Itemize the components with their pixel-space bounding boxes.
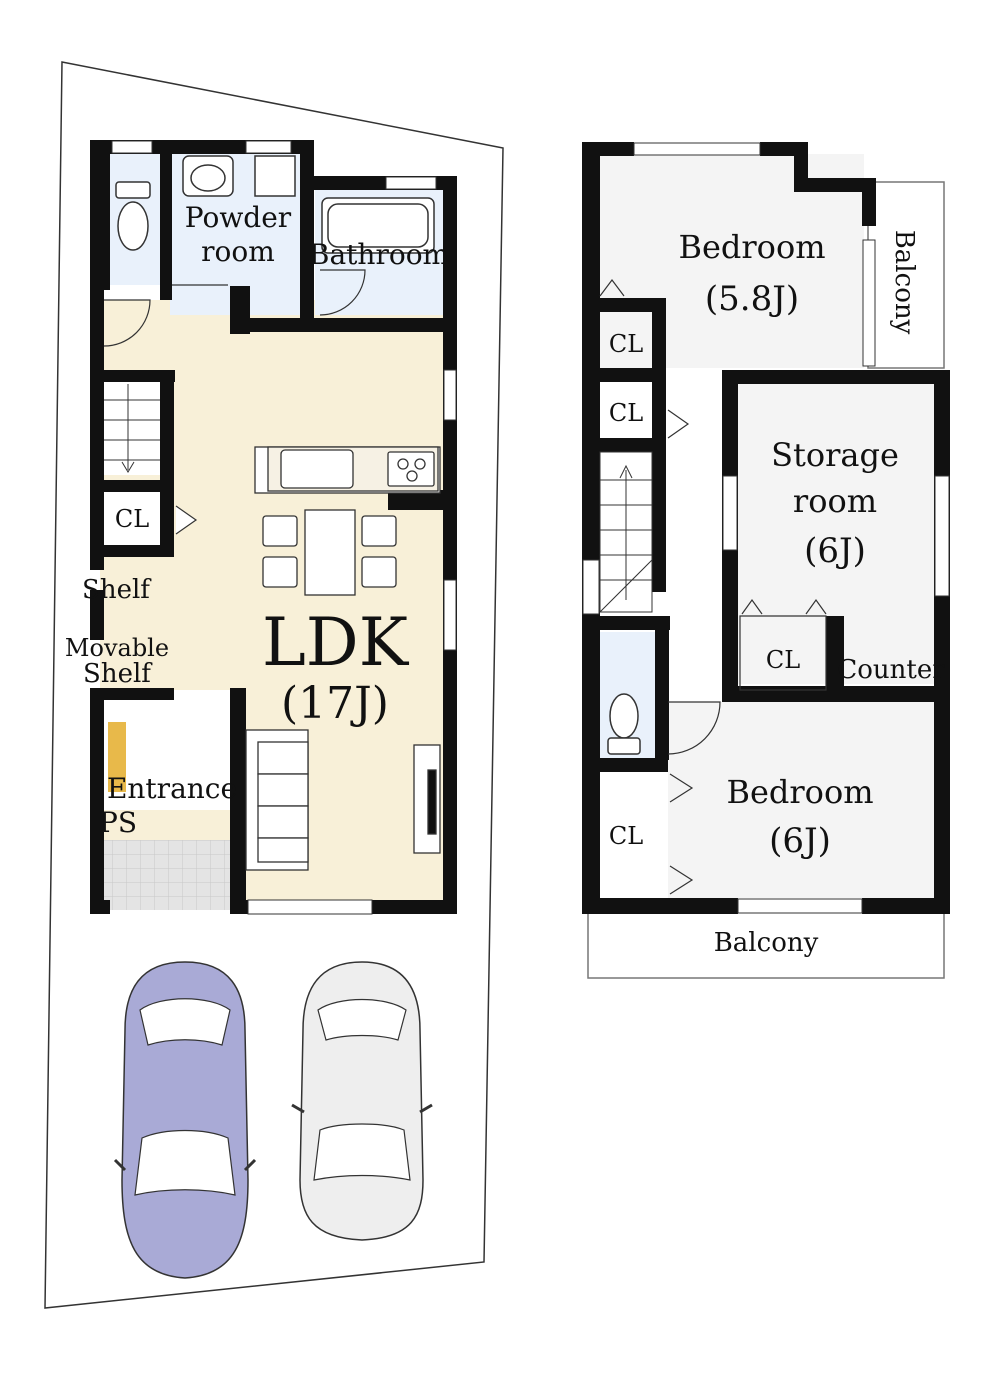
storage-size-label: (6J) [804, 531, 866, 571]
storage-room-label-1: Storage [771, 436, 899, 474]
kitchen-counter [254, 446, 441, 494]
upper-windows [582, 142, 950, 914]
cl-c-label: CL [609, 822, 643, 850]
ground-doors [103, 269, 366, 347]
cl-storage-label: CL [766, 646, 800, 674]
toilet-icon [115, 181, 151, 251]
bedroom-b-size-label: (6J) [769, 821, 831, 861]
entrance-tile [100, 840, 232, 910]
car-left-icon [113, 961, 257, 1279]
movable-shelf-label-1: Movable [65, 634, 169, 662]
upper-floor: Bedroom (5.8J) Balcony CL CL Storage roo… [582, 142, 950, 979]
stairs-icon [104, 384, 160, 473]
counter-label: Counter [837, 655, 945, 685]
bedroom-a-label: Bedroom [678, 228, 825, 266]
powder-room-label-2: room [201, 235, 275, 268]
cl-a-label: CL [609, 330, 643, 358]
ldk-label: LDK [262, 604, 410, 681]
sink-icon [182, 155, 296, 197]
front-balcony [587, 911, 945, 979]
tv-stand [413, 744, 441, 854]
side-balcony-label: Balcony [889, 230, 919, 335]
ldk-size-label: (17J) [281, 678, 389, 729]
upper-doors [599, 279, 827, 895]
bedroom-a-size-label: (5.8J) [705, 279, 799, 319]
lot-boundary [44, 61, 504, 1309]
entrance-label: Entrance [107, 772, 237, 805]
ground-walls [90, 140, 457, 914]
shoe-rack [108, 722, 126, 792]
bedroom-b-label: Bedroom [726, 773, 873, 811]
movable-shelf-label-2: Shelf [83, 659, 153, 689]
car-right-icon [291, 961, 433, 1241]
cl-b-label: CL [609, 399, 643, 427]
storage-room-label-2: room [793, 482, 877, 520]
cl-label-ground: CL [115, 505, 149, 533]
front-balcony-label: Balcony [714, 928, 819, 958]
upper-toilet-icon [607, 693, 641, 755]
upper-walls [582, 142, 950, 914]
sofa [245, 729, 309, 871]
bathroom-label: Bathroom [309, 238, 449, 271]
cl-door-icon [175, 505, 198, 535]
powder-room-label-1: Powder [185, 201, 292, 234]
dining-table [262, 509, 397, 596]
shelf-label: Shelf [82, 575, 152, 605]
upper-stairs-icon [599, 451, 653, 613]
stair-floor [100, 375, 168, 475]
ground-windows [111, 140, 457, 915]
closet-floor [100, 492, 168, 547]
bedroom-b-floor [668, 702, 938, 898]
ground-floor: Powder room Bathroom CL Shelf Movable Sh… [44, 61, 504, 1309]
ps-label: PS [99, 806, 137, 839]
bathtub-icon [321, 197, 435, 254]
